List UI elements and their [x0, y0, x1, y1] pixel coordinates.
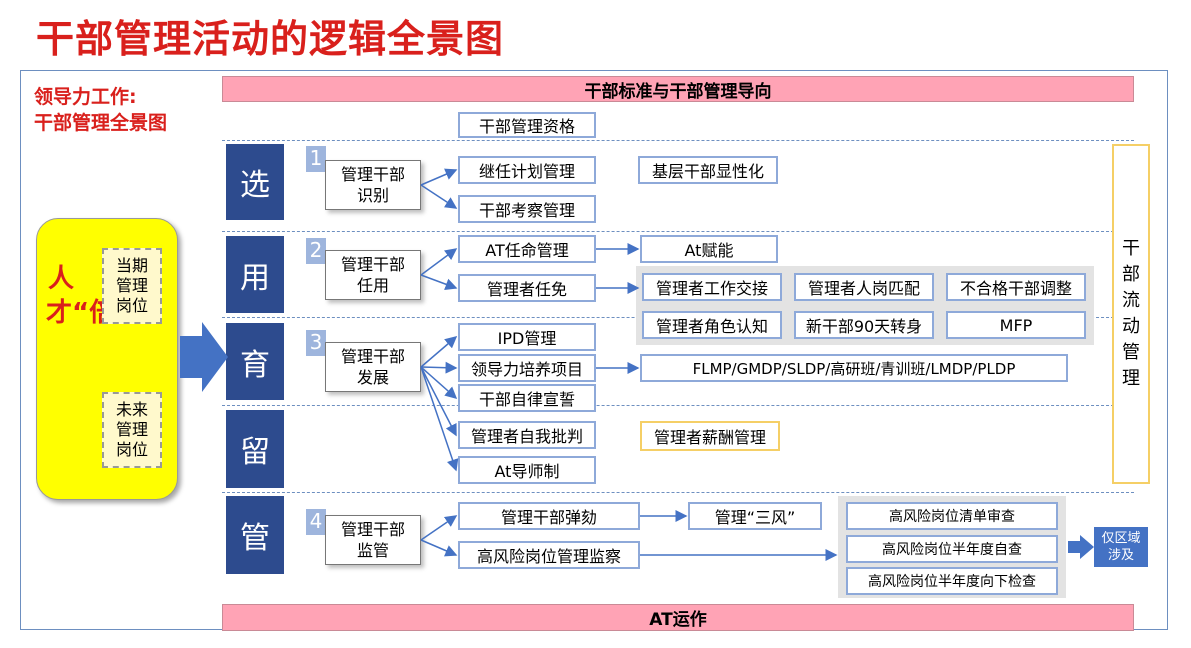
region-only-line: 涉及 [1107, 548, 1134, 563]
bottom-band: AT运作 [222, 604, 1134, 631]
handover-box: 管理者工作交接 [642, 273, 782, 301]
grassroots-visibility-box: 基层干部显性化 [638, 156, 778, 184]
self-discipline-box: 干部自律宣誓 [458, 384, 596, 412]
connector-arrow [420, 361, 458, 374]
stage-use: 用 [226, 236, 284, 313]
connector-arrow [420, 248, 458, 276]
role-cognition-box: 管理者角色认知 [642, 311, 782, 339]
connector-arrow [420, 539, 458, 557]
connector-arrow [420, 336, 458, 368]
step-box-develop: 管理干部发展 [325, 342, 421, 392]
connector-arrow [420, 168, 458, 186]
risk-list-review-box: 高风险岗位清单审查 [846, 502, 1058, 530]
appointment-removal-box: 管理者任免 [458, 274, 596, 302]
three-styles-box: 管理“三风” [688, 502, 822, 530]
step-box-appoint: 管理干部任用 [325, 250, 421, 300]
cadre-mobility-label: 干部流动管理 [1112, 144, 1150, 484]
region-only-callout: 仅区域涉及 [1094, 527, 1148, 567]
step-box-line: 发展 [356, 368, 389, 387]
unqualified-adjust-box: 不合格干部调整 [946, 273, 1086, 301]
step-box-line: 管理干部 [340, 347, 405, 366]
big-right-arrow-icon [180, 322, 228, 392]
new-cadre-90-days-box: 新干部90天转身 [794, 311, 934, 339]
connector-arrow [420, 184, 458, 209]
ipd-box: IPD管理 [458, 323, 596, 351]
at-empower-box: At赋能 [640, 235, 778, 263]
risk-supervision-box: 高风险岗位管理监察 [458, 541, 640, 569]
connector-arrow [420, 366, 459, 472]
cadre-review-box: 干部考察管理 [458, 195, 596, 223]
step-number-2: 2 [306, 238, 326, 264]
step-number-1: 1 [306, 146, 326, 172]
at-mentor-box: At导师制 [458, 456, 596, 484]
separator [222, 140, 1134, 141]
stage-manage: 管 [226, 496, 284, 574]
step-box-line: 监管 [356, 541, 389, 560]
step-box-line: 管理干部 [340, 520, 405, 539]
step-box-supervise: 管理干部监管 [325, 515, 421, 565]
stage-select: 选 [226, 144, 284, 220]
qualification-box: 干部管理资格 [458, 112, 596, 138]
future-position-text: 未来管理岗位 [115, 400, 148, 459]
risk-self-check-box: 高风险岗位半年度自查 [846, 535, 1058, 563]
leadership-program-box: 领导力培养项目 [458, 354, 596, 382]
stage-develop: 育 [226, 323, 284, 400]
connector-arrow [420, 515, 458, 541]
step-box-line: 任用 [356, 276, 389, 295]
connector-arrow [420, 366, 457, 437]
step-number-4: 4 [306, 509, 326, 535]
step-box-identify: 管理干部识别 [325, 160, 421, 210]
risk-downward-check-box: 高风险岗位半年度向下检查 [846, 567, 1058, 595]
step-box-line: 管理干部 [340, 255, 405, 274]
separator [222, 231, 1134, 232]
step-box-line: 管理干部 [340, 165, 405, 184]
compensation-box: 管理者薪酬管理 [640, 421, 780, 451]
left-arrow-icon [1068, 535, 1094, 559]
connector-arrow [420, 274, 458, 290]
impeachment-box: 管理干部弹劾 [458, 502, 640, 530]
programs-box: FLMP/GMDP/SLDP/高研班/青训班/LMDP/PLDP [640, 354, 1068, 382]
fit-match-box: 管理者人岗匹配 [794, 273, 934, 301]
future-position-box: 未来管理岗位 [102, 392, 162, 468]
current-position-box: 当期管理岗位 [102, 248, 162, 324]
at-appointment-box: AT任命管理 [458, 235, 596, 263]
self-criticism-box: 管理者自我批判 [458, 421, 596, 449]
lead-line-1: 领导力工作: [34, 86, 137, 108]
cadre-mobility-text: 干部流动管理 [1122, 238, 1140, 389]
step-number-3: 3 [306, 330, 326, 356]
separator [222, 492, 1134, 493]
separator [222, 405, 1134, 406]
top-band: 干部标准与干部管理导向 [222, 76, 1134, 102]
page-title: 干部管理活动的逻辑全景图 [36, 17, 505, 61]
stage-retain: 留 [226, 410, 284, 488]
region-only-line: 仅区域 [1101, 531, 1141, 546]
lead-line-2: 干部管理全景图 [34, 112, 168, 134]
succession-plan-box: 继任计划管理 [458, 156, 596, 184]
mfp-box: MFP [946, 311, 1086, 339]
step-box-line: 识别 [356, 186, 389, 205]
connector-arrow [420, 366, 458, 399]
current-position-text: 当期管理岗位 [115, 256, 148, 315]
